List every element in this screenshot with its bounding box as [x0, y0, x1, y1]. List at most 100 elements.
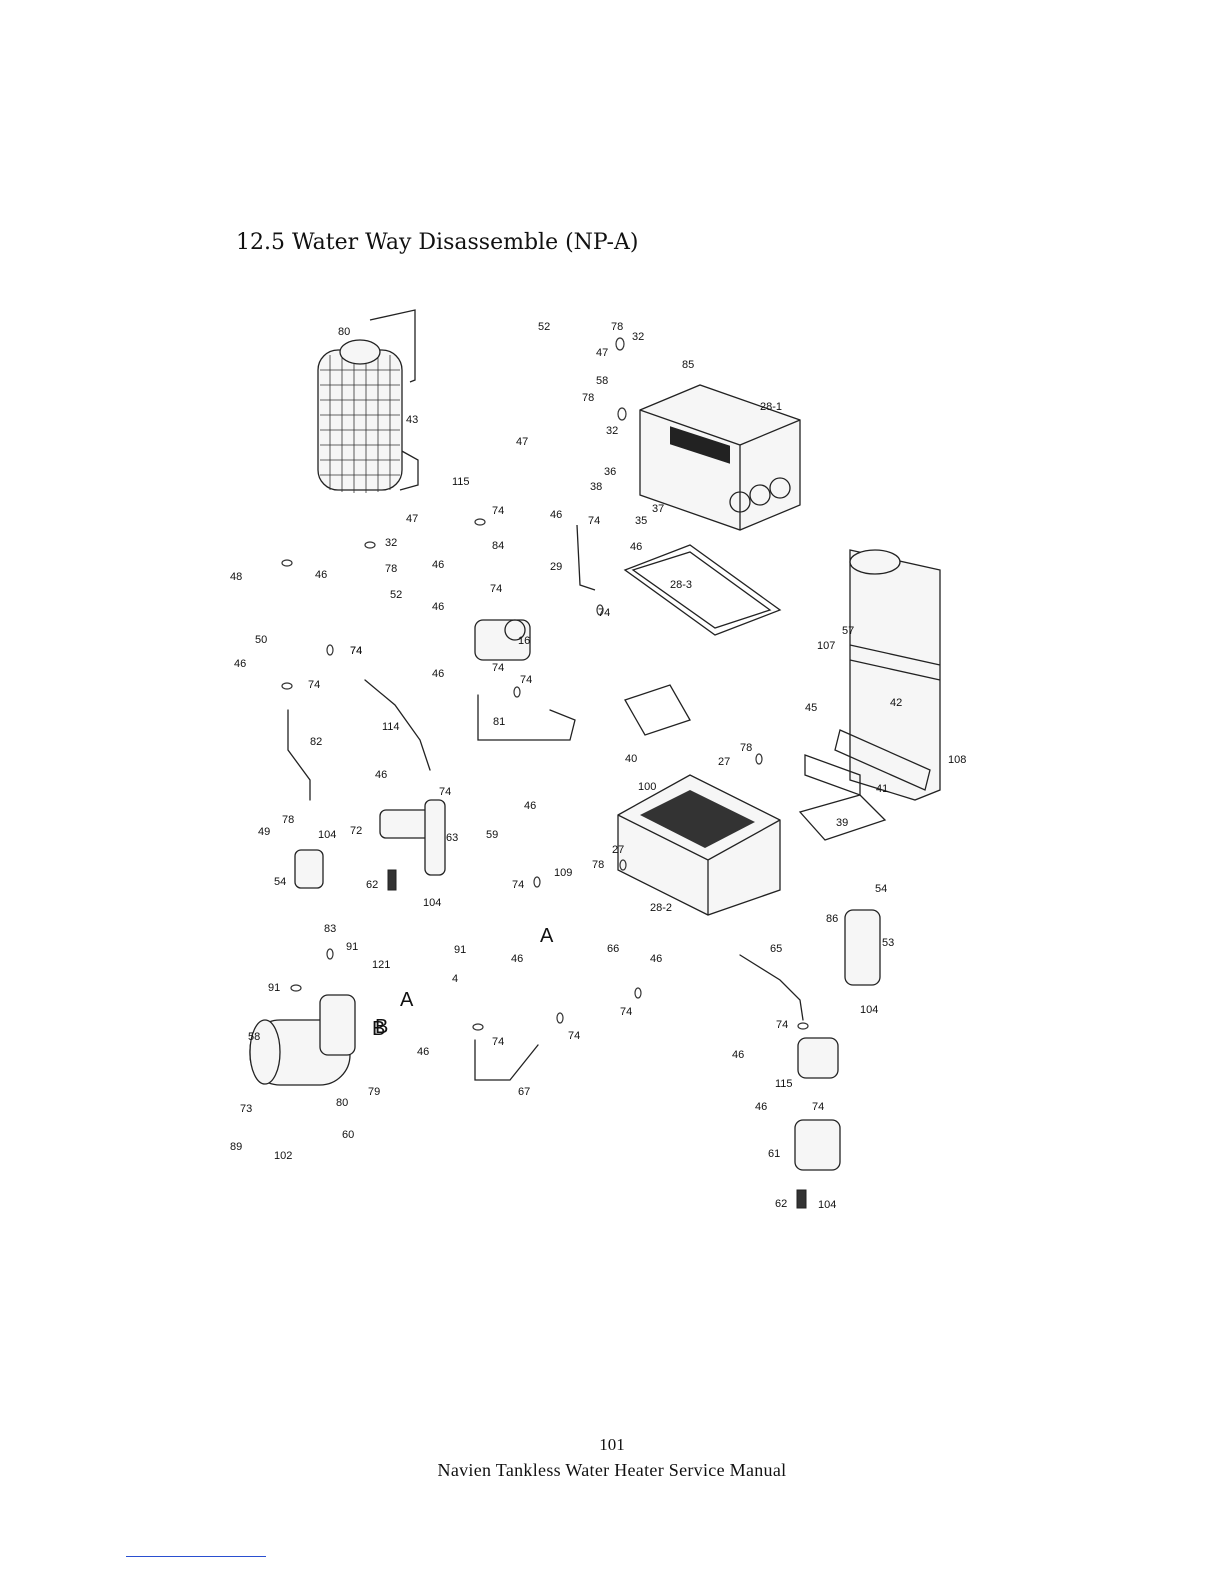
part-label: 74: [568, 1030, 580, 1042]
part-label: 28-1: [760, 401, 782, 413]
part-label: 46: [375, 769, 387, 781]
part-label: 78: [385, 563, 397, 575]
part-label: 35: [635, 515, 647, 527]
part-label: 41: [876, 783, 888, 795]
part-label: 89: [230, 1141, 242, 1153]
part-label: 73: [240, 1103, 252, 1115]
sensor-62-part: [387, 869, 397, 891]
part-label: 74: [492, 662, 504, 674]
part-label: 72: [350, 825, 362, 837]
part-label: 100: [638, 781, 656, 793]
part-label: 47: [406, 513, 418, 525]
part-label: 46: [732, 1049, 744, 1061]
part-label: 49: [258, 826, 270, 838]
part-label: 36: [604, 466, 616, 478]
part-label: 115: [775, 1078, 793, 1090]
part-label: 78: [611, 321, 623, 333]
bracket-40-part: [624, 684, 691, 736]
valve-115-part: [797, 1037, 839, 1079]
part-label: 74: [520, 674, 532, 686]
page-number: 101: [599, 1435, 625, 1454]
part-label: 47: [516, 436, 528, 448]
part-label: 104: [423, 897, 441, 909]
part-label: 46: [417, 1046, 429, 1058]
part-label: 104: [818, 1199, 836, 1211]
page-title: 12.5 Water Way Disassemble (NP-A): [236, 230, 639, 255]
part-label: 46: [432, 601, 444, 613]
part-label: 39: [836, 817, 848, 829]
part-label: 66: [607, 943, 619, 955]
pipe-29-part: [576, 524, 596, 591]
part-label: 74: [490, 583, 502, 595]
part-label: B: [375, 1016, 388, 1038]
part-label: A: [400, 989, 414, 1011]
part-label: 46: [630, 541, 642, 553]
pipe-82-part: [287, 709, 311, 801]
part-label: 114: [382, 721, 400, 733]
part-label: 46: [234, 658, 246, 670]
part-label: 53: [882, 937, 894, 949]
part-label: 48: [230, 571, 242, 583]
part-label: 67: [518, 1086, 530, 1098]
part-label: 58: [596, 375, 608, 387]
part-label: 28-2: [650, 902, 672, 914]
part-label: 74: [492, 505, 504, 517]
part-label: 37: [652, 503, 664, 515]
valve-16-part: [474, 619, 531, 661]
part-label: 78: [740, 742, 752, 754]
part-label: 50: [255, 634, 267, 646]
footer-text: Navien Tankless Water Heater Service Man…: [437, 1460, 787, 1480]
part-label: 54: [875, 883, 887, 895]
part-label: 46: [432, 559, 444, 571]
part-label: 62: [775, 1198, 787, 1210]
heat-exchanger-upper-part: [639, 384, 801, 531]
manifold-63-part: [379, 799, 446, 876]
part-label: 58: [248, 1031, 260, 1043]
sensor-62-lower-part: [796, 1189, 807, 1209]
part-label: 47: [596, 347, 608, 359]
part-label: 74: [620, 1006, 632, 1018]
part-label: 32: [606, 425, 618, 437]
heater-53-part: [844, 909, 881, 986]
part-label: 74: [598, 607, 610, 619]
gasket-part: [623, 544, 782, 636]
part-label: 85: [682, 359, 694, 371]
part-label: 109: [554, 867, 572, 879]
pipe-81-part: [477, 694, 576, 741]
pipe-114-part: [364, 679, 431, 771]
part-label: 121: [372, 959, 390, 971]
part-label: 46: [511, 953, 523, 965]
part-label: 16: [518, 635, 530, 647]
part-label: 84: [492, 540, 504, 552]
part-label: 60: [342, 1129, 354, 1141]
part-label: 91: [346, 941, 358, 953]
part-label: 80: [336, 1097, 348, 1109]
part-label: 32: [385, 537, 397, 549]
pump-58-part: [249, 994, 356, 1086]
pipe-65-part: [739, 954, 804, 1021]
bracket-39-part: [798, 794, 887, 841]
part-label: 74: [588, 515, 600, 527]
filter-cylinder-part: [317, 309, 419, 493]
part-label: 63: [446, 832, 458, 844]
part-label: 74: [812, 1101, 824, 1113]
part-label: 91: [268, 982, 280, 994]
combustion-chamber-part: [617, 774, 781, 916]
part-label: 79: [368, 1086, 380, 1098]
part-label: 81: [493, 716, 505, 728]
part-label: 107: [817, 640, 835, 652]
part-label: 42: [890, 697, 902, 709]
part-label: 61: [768, 1148, 780, 1160]
part-label: 59: [486, 829, 498, 841]
part-label: 38: [590, 481, 602, 493]
part-label: 83: [324, 923, 336, 935]
part-label: 78: [582, 392, 594, 404]
part-label: 27: [718, 756, 730, 768]
part-label: 74: [308, 679, 320, 691]
part-label: 74: [512, 879, 524, 891]
valve-61-part: [794, 1119, 841, 1171]
part-label: 86: [826, 913, 838, 925]
part-label: 57: [842, 625, 854, 637]
part-label: 74: [776, 1019, 788, 1031]
part-label: 102: [274, 1150, 292, 1162]
